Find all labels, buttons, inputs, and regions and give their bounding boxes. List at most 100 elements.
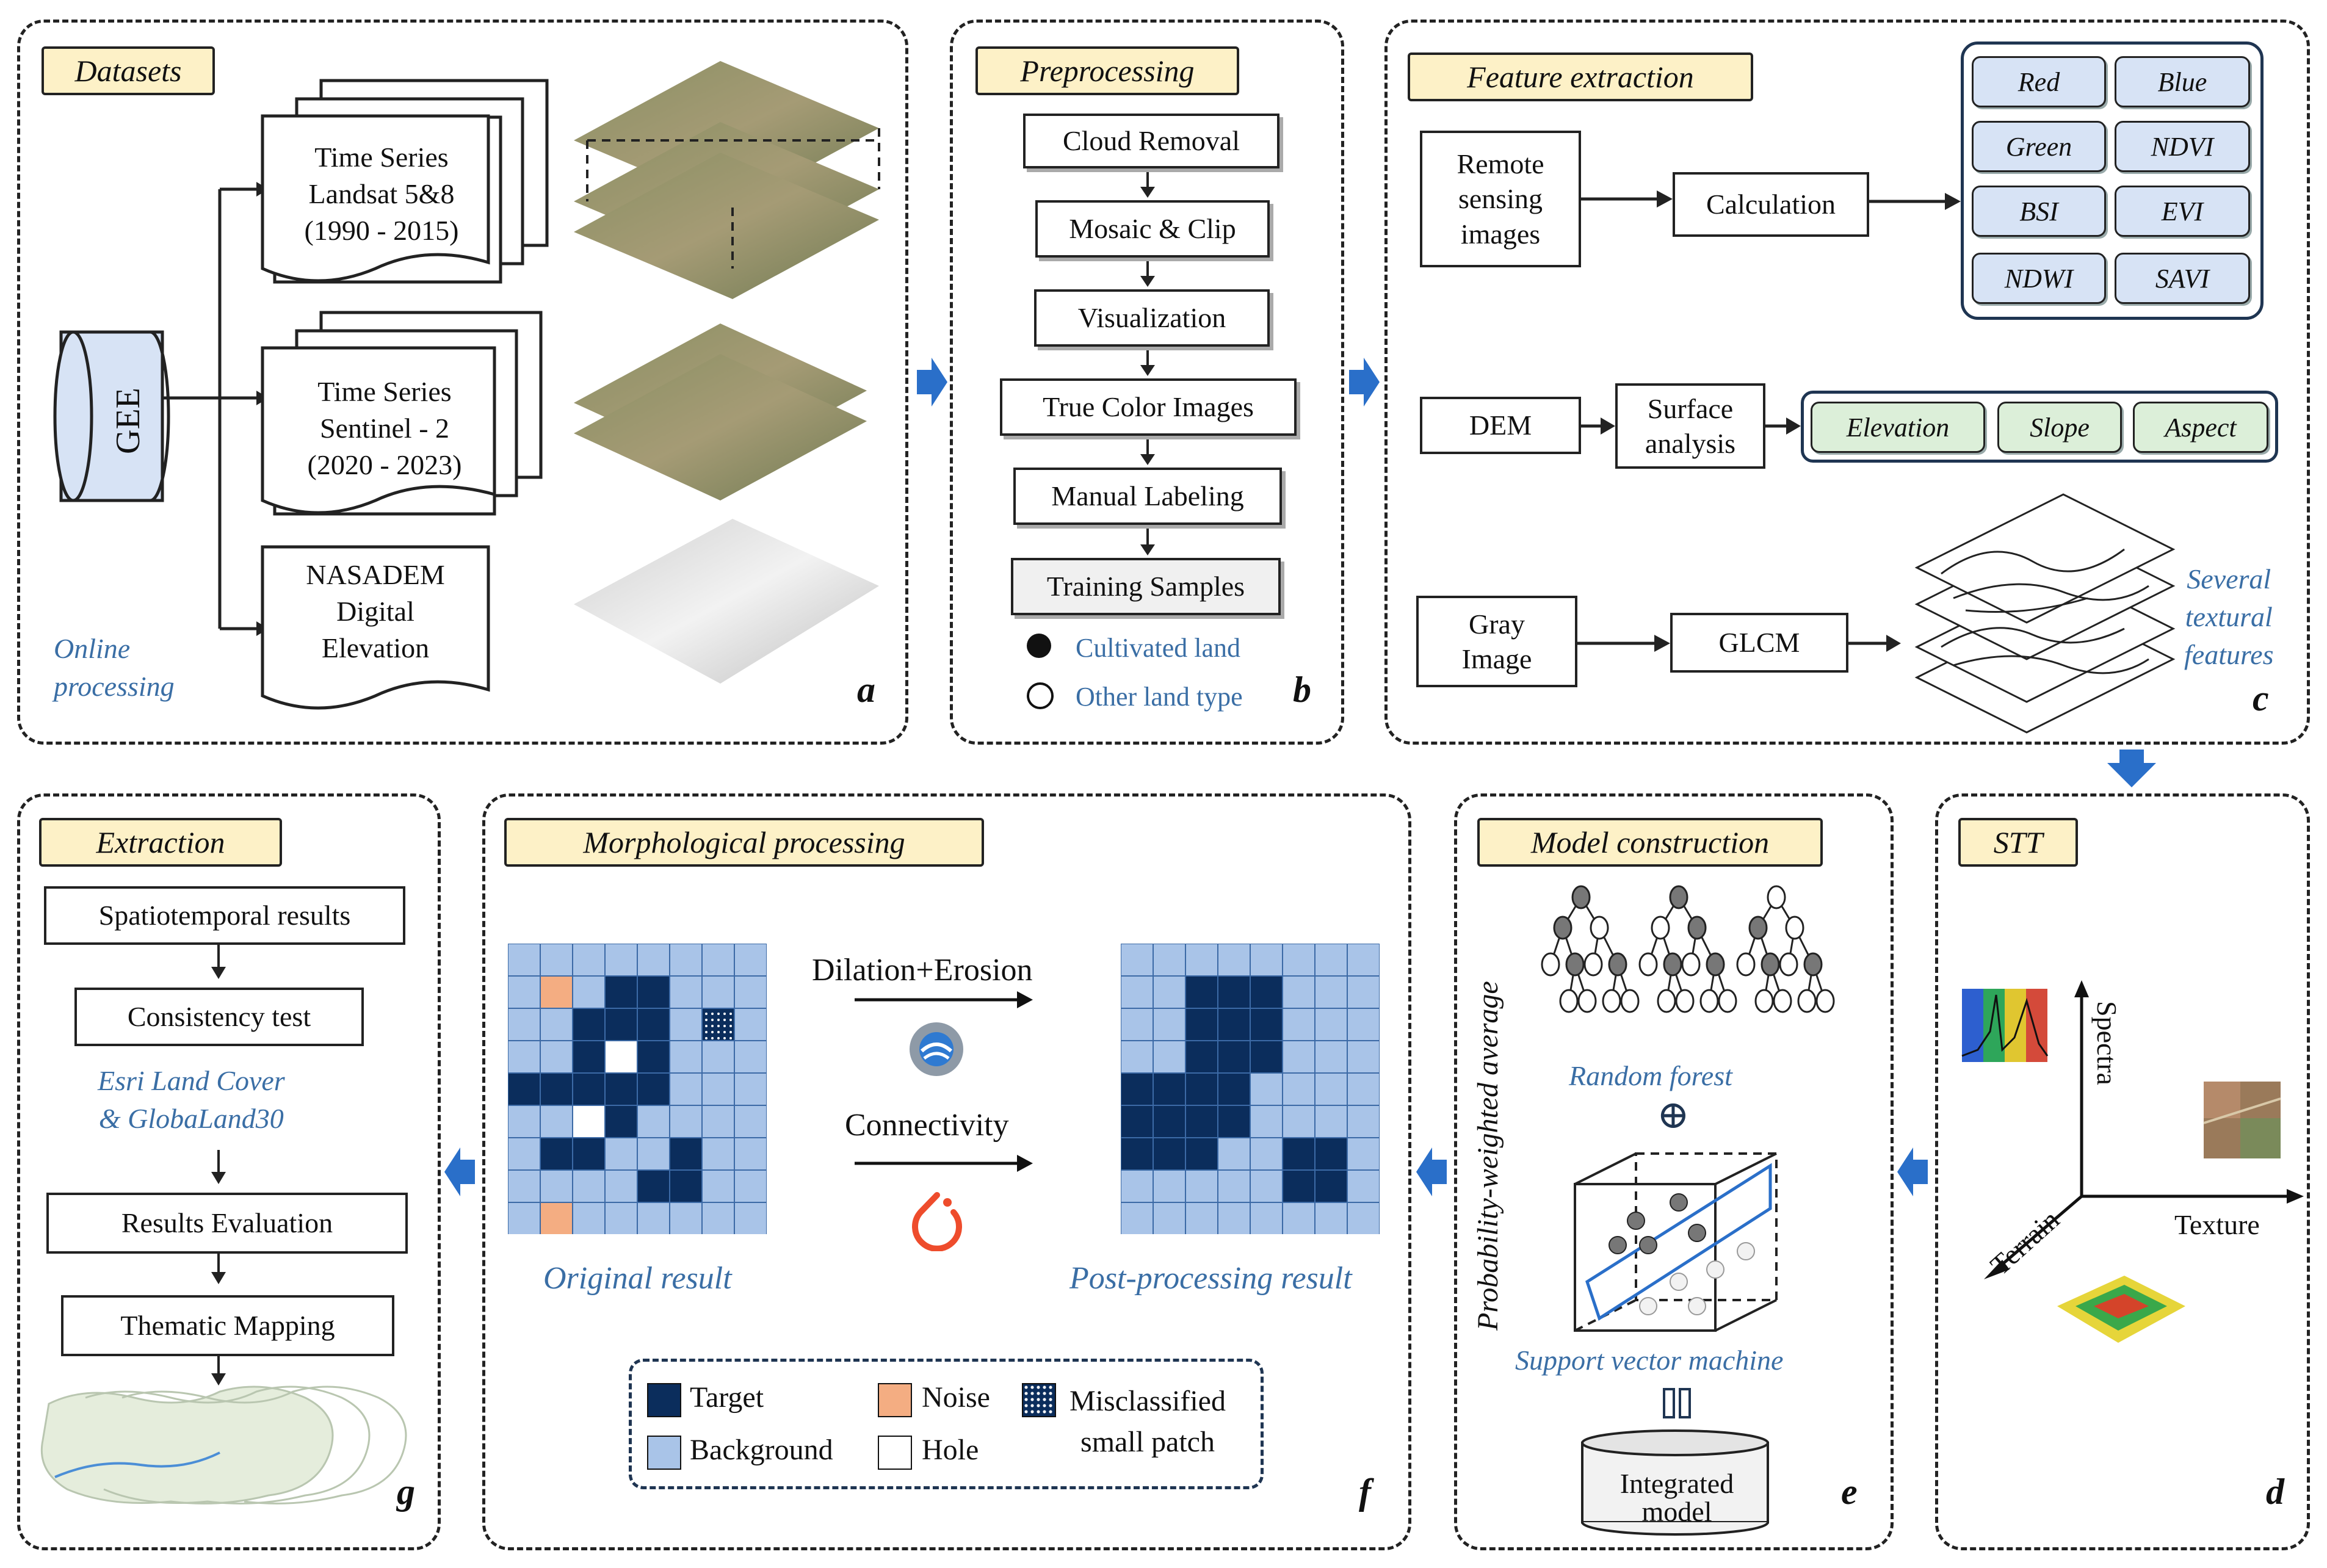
step-mosaic-clip: Mosaic & Clip xyxy=(1035,200,1270,258)
grid-cell xyxy=(1282,1040,1315,1074)
feature-aspect: Aspect xyxy=(2133,402,2268,453)
grid-cell xyxy=(1121,975,1154,1009)
grid-cell xyxy=(572,975,606,1009)
morph-arrows xyxy=(855,991,1033,1172)
grid-cell xyxy=(508,1105,541,1138)
panel-d xyxy=(1935,793,2310,1550)
grid-cell xyxy=(1121,1202,1154,1234)
grid-cell xyxy=(701,1072,735,1106)
panel-c-title: Feature extraction xyxy=(1408,52,1753,101)
grid-cell xyxy=(1185,1008,1218,1041)
panel-f-letter: f xyxy=(1359,1472,1371,1512)
grid-cell xyxy=(1314,1008,1348,1041)
terrain-image-icon xyxy=(2057,1276,2185,1343)
panel-b xyxy=(950,20,1344,745)
grid-cell xyxy=(540,1137,573,1171)
grid-cell xyxy=(1282,1008,1315,1041)
pytorch-icon xyxy=(912,1192,962,1251)
panel-g-title: Extraction xyxy=(39,818,282,867)
legend-target-swatch xyxy=(647,1383,681,1417)
grid-cell xyxy=(540,1072,573,1106)
calculation-box: Calculation xyxy=(1673,172,1869,237)
glcm-box: GLCM xyxy=(1670,613,1848,673)
grid-cell xyxy=(572,1137,606,1171)
arrow-b-to-c xyxy=(1349,358,1380,406)
grid-cell xyxy=(572,1105,606,1138)
grid-cell xyxy=(572,1040,606,1074)
step-true-color-images: True Color Images xyxy=(1000,378,1297,436)
feature-bsi: BSI xyxy=(1972,186,2106,237)
panel-e xyxy=(1454,793,1894,1550)
grid-cell xyxy=(1185,975,1218,1009)
grid-cell xyxy=(1121,944,1154,977)
thematic-map-stack-icon xyxy=(40,1386,407,1505)
grid-cell xyxy=(1347,1040,1380,1074)
panel-g xyxy=(17,793,441,1550)
panel-d-letter: d xyxy=(2266,1472,2284,1512)
random-forest-icon xyxy=(1541,885,1835,1013)
grid-cell xyxy=(1282,975,1315,1009)
axis-texture-label: Texture xyxy=(2174,1209,2260,1240)
grid-cell xyxy=(1121,1008,1154,1041)
grid-cell xyxy=(1153,1105,1186,1138)
panel-a xyxy=(17,20,908,745)
grid-cell xyxy=(604,975,638,1009)
integrated-model-label: Integrated model xyxy=(1619,1468,1734,1527)
step-visualization: Visualization xyxy=(1034,289,1270,347)
grid-cell xyxy=(604,1137,638,1171)
legend-background-label: Background xyxy=(690,1434,833,1466)
grid-cell xyxy=(701,1040,735,1074)
grid-cell xyxy=(508,1008,541,1041)
grid-cell xyxy=(1153,1040,1186,1074)
grid-cell xyxy=(1217,1169,1251,1203)
panel-e-letter: e xyxy=(1841,1472,1858,1512)
grid-cell xyxy=(1185,944,1218,977)
step-spatiotemporal-results: Spatiotemporal results xyxy=(44,886,405,945)
connectivity-label: Connectivity xyxy=(845,1108,1009,1143)
grid-cell xyxy=(1217,944,1251,977)
grid-cell xyxy=(734,975,767,1009)
grid-cell xyxy=(1282,944,1315,977)
grid-cell xyxy=(604,1105,638,1138)
grid-cell xyxy=(701,1202,735,1234)
grid-cell xyxy=(669,1137,703,1171)
grid-cell xyxy=(701,1008,735,1041)
grid-cell xyxy=(1250,1169,1283,1203)
feature-evi: EVI xyxy=(2115,186,2250,237)
grid-cell xyxy=(1282,1202,1315,1234)
grid-cell xyxy=(637,944,670,977)
grid-cell xyxy=(1250,1008,1283,1041)
grid-cell xyxy=(604,1202,638,1234)
panel-f-title: Morphological processing xyxy=(504,818,984,867)
panel-b-title: Preprocessing xyxy=(975,46,1239,95)
legend-misclassified-swatch xyxy=(1022,1383,1056,1417)
grid-cell xyxy=(1185,1040,1218,1074)
online-processing-label: Online processing xyxy=(54,633,175,703)
grid-cell xyxy=(1153,1202,1186,1234)
grid-cell xyxy=(669,1040,703,1074)
cultivated-land-marker-icon xyxy=(1027,634,1051,658)
gee-cylinder-icon xyxy=(53,330,170,502)
grid-cell xyxy=(508,975,541,1009)
arrow-c-to-d xyxy=(2107,750,2156,787)
arrow-e-to-f xyxy=(1416,1147,1447,1196)
grid-cell xyxy=(1250,944,1283,977)
remote-sensing-images-box: Remote sensing images xyxy=(1420,131,1581,267)
grid-cell xyxy=(604,1169,638,1203)
texture-layers-icon xyxy=(1914,493,2176,734)
grid-cell xyxy=(572,1008,606,1041)
grid-cell xyxy=(734,1137,767,1171)
texture-image-icon xyxy=(2203,1082,2281,1158)
grid-cell xyxy=(734,1072,767,1106)
grid-cell xyxy=(1185,1202,1218,1234)
grid-cell xyxy=(1314,975,1348,1009)
grid-cell xyxy=(508,1137,541,1171)
grid-cell xyxy=(508,1169,541,1203)
nasadem-label: NASADEM Digital Elevation xyxy=(306,559,445,663)
grid-cell xyxy=(1250,1202,1283,1234)
surface-analysis-box: Surface analysis xyxy=(1615,383,1765,469)
gee-engine-icon xyxy=(910,1022,963,1076)
grid-cell xyxy=(604,1008,638,1041)
feature-savi: SAVI xyxy=(2115,253,2250,304)
